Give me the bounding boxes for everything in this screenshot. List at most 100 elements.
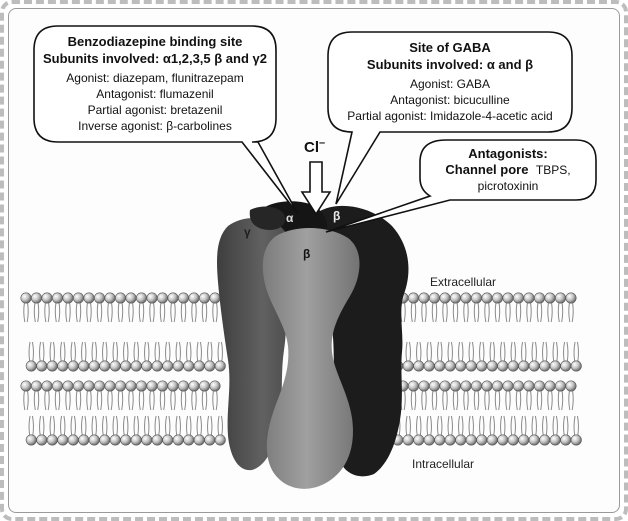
lipid-tail — [145, 342, 146, 361]
lipid-head — [168, 293, 178, 303]
lipid-tail — [97, 391, 98, 410]
lipid-tail — [155, 416, 156, 435]
lipid-tail — [118, 303, 119, 322]
lipid-head — [47, 361, 57, 371]
lipid-tail — [535, 342, 536, 361]
gaba-partial-agonist: Partial agonist: Imidazole-4-acetic acid — [347, 109, 552, 123]
lipid-head — [403, 435, 413, 445]
lipid-tail — [504, 342, 505, 361]
lipid-tail — [24, 303, 25, 322]
lipid-tail — [108, 391, 109, 410]
lipid-tail — [218, 416, 219, 435]
lipid-tail — [516, 391, 517, 410]
lipid-tail — [111, 303, 112, 322]
lipid-tail — [472, 416, 473, 435]
lipid-head — [414, 435, 424, 445]
lipid-head — [79, 361, 89, 371]
lipid-tail — [525, 342, 526, 361]
lipid-tail — [164, 391, 165, 410]
lipid-tail — [420, 416, 421, 435]
lipid-tail — [551, 391, 552, 410]
lipid-tail — [137, 416, 138, 435]
lipid-tail — [92, 342, 93, 361]
lipid-tail — [432, 391, 433, 410]
lipid-head — [555, 381, 565, 391]
lipid-tail — [509, 303, 510, 322]
lipid-tail — [556, 416, 557, 435]
lipid-head — [115, 293, 125, 303]
lipid-tail — [45, 391, 46, 410]
lipid-tail — [441, 342, 442, 361]
lipid-head — [131, 361, 141, 371]
lipid-head — [52, 381, 62, 391]
lipid-tail — [509, 391, 510, 410]
lipid-tail — [108, 303, 109, 322]
lipid-tail — [483, 416, 484, 435]
lipid-head — [173, 361, 183, 371]
lipid-tail — [82, 416, 83, 435]
lipid-tail — [488, 391, 489, 410]
lipid-head — [403, 361, 413, 371]
lipid-head — [157, 381, 167, 391]
lipid-head — [136, 381, 146, 391]
lipid-tail — [50, 342, 51, 361]
lipid-tail — [76, 391, 77, 410]
lipid-tail — [101, 303, 102, 322]
lipid-tail — [64, 342, 65, 361]
lipid-tail — [153, 391, 154, 410]
lipid-tail — [495, 391, 496, 410]
lipid-tail — [87, 391, 88, 410]
lipid-tail — [137, 342, 138, 361]
lipid-tail — [43, 342, 44, 361]
lipid-tail — [499, 303, 500, 322]
lipid-tail — [453, 303, 454, 322]
lipid-head — [168, 381, 178, 391]
lipid-tail — [553, 416, 554, 435]
lipid-tail — [438, 416, 439, 435]
lipid-head — [205, 361, 215, 371]
lipid-tail — [417, 342, 418, 361]
lipid-tail — [134, 342, 135, 361]
lipid-head — [89, 361, 99, 371]
lipid-tail — [511, 342, 512, 361]
lipid-tail — [415, 303, 416, 322]
lipid-tail — [490, 416, 491, 435]
lipid-tail — [59, 303, 60, 322]
lipid-tail — [38, 303, 39, 322]
lipid-tail — [556, 342, 557, 361]
lipid-head — [63, 293, 73, 303]
lipid-tail — [55, 303, 56, 322]
lipid-head — [152, 361, 162, 371]
lipid-tail — [488, 303, 489, 322]
lipid-tail — [448, 416, 449, 435]
lipid-head — [73, 381, 83, 391]
lipid-tail — [464, 391, 465, 410]
lipid-head — [163, 361, 173, 371]
ion-charge: – — [319, 137, 325, 149]
lipid-head — [477, 361, 487, 371]
lipid-tail — [462, 416, 463, 435]
gaba-title: Site of GABA — [409, 40, 491, 55]
lipid-tail — [530, 303, 531, 322]
callout-benzodiazepine: Benzodiazepine binding site Subunits inv… — [34, 26, 298, 214]
lipid-tail — [478, 303, 479, 322]
intracellular-label: Intracellular — [412, 457, 474, 471]
lipid-head — [466, 435, 476, 445]
lipid-head — [157, 293, 167, 303]
lipid-tail — [61, 416, 62, 435]
lipid-tail — [87, 303, 88, 322]
lipid-head — [566, 381, 576, 391]
lipid-head — [524, 293, 534, 303]
lipid-tail — [569, 303, 570, 322]
lipid-tail — [187, 416, 188, 435]
channel-title: Antagonists: — [468, 146, 547, 161]
lipid-tail — [197, 416, 198, 435]
lipid-tail — [543, 416, 544, 435]
lipid-tail — [457, 303, 458, 322]
lipid-tail — [480, 416, 481, 435]
lipid-head — [163, 435, 173, 445]
lipid-tail — [478, 391, 479, 410]
channel-pore-agents-2: picrotoxinin — [478, 179, 539, 193]
lipid-tail — [422, 391, 423, 410]
